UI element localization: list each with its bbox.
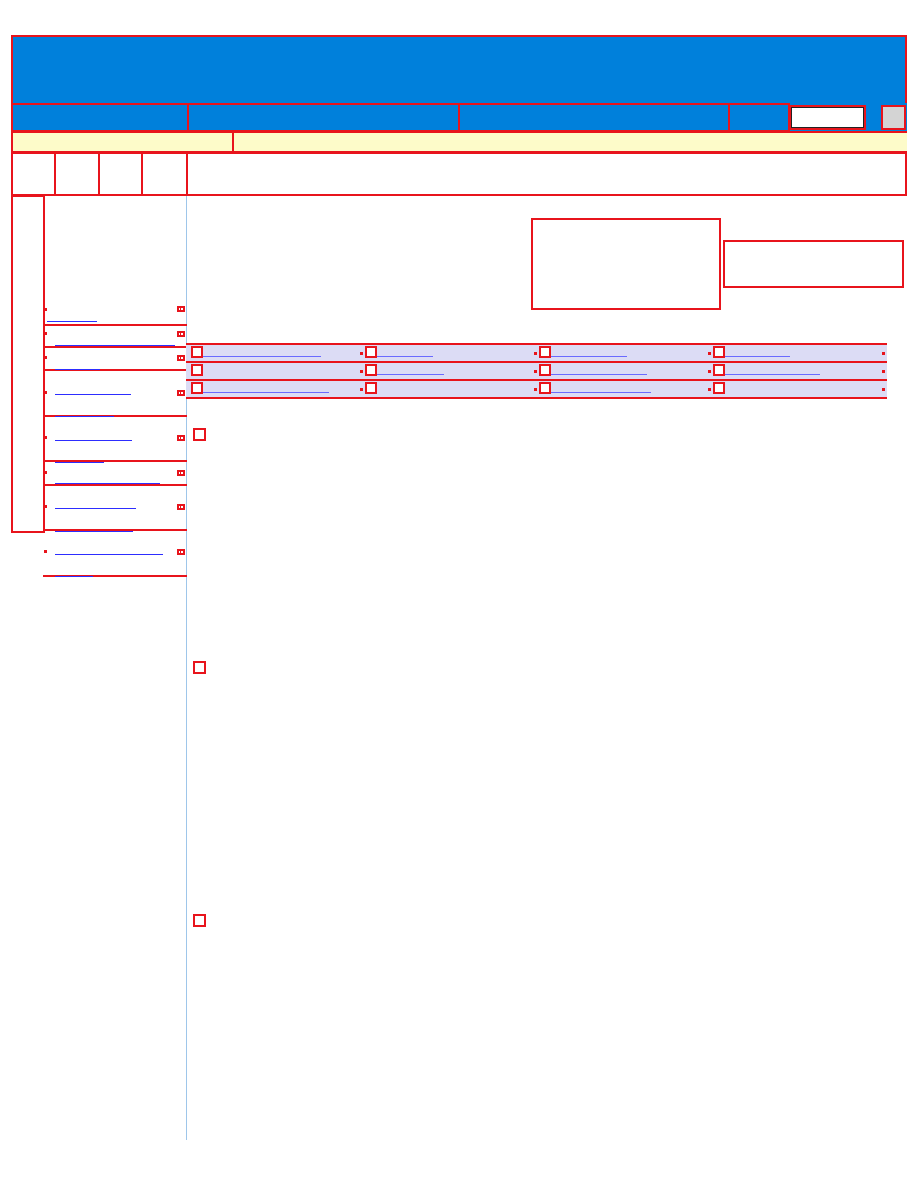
sidebar-rail xyxy=(11,195,45,533)
category-item[interactable] xyxy=(534,345,708,361)
category-item[interactable] xyxy=(708,363,882,379)
expand-icon[interactable] xyxy=(177,306,185,312)
expand-icon[interactable] xyxy=(177,549,185,555)
sidebar-item-8[interactable] xyxy=(43,529,187,577)
checkbox-icon[interactable] xyxy=(191,346,203,358)
checkbox-icon[interactable] xyxy=(365,364,377,376)
section-1-checkbox[interactable] xyxy=(193,428,206,441)
category-row xyxy=(186,361,887,379)
category-item[interactable] xyxy=(534,363,708,379)
category-item[interactable] xyxy=(360,381,534,397)
category-item[interactable] xyxy=(186,345,360,361)
content-divider xyxy=(186,196,187,1140)
sidebar-item-7[interactable] xyxy=(43,484,187,532)
section-2-checkbox[interactable] xyxy=(193,661,206,674)
site-header-banner xyxy=(11,35,907,105)
tab-1[interactable] xyxy=(11,152,56,196)
checkbox-icon[interactable] xyxy=(365,346,377,358)
category-item[interactable] xyxy=(360,363,534,379)
expand-icon[interactable] xyxy=(177,504,185,510)
sidebar-item-1[interactable] xyxy=(43,302,187,326)
tab-content-strip xyxy=(186,152,907,196)
search-button[interactable] xyxy=(881,105,906,130)
promo-box[interactable] xyxy=(531,218,721,310)
category-item[interactable] xyxy=(186,381,360,397)
sidebar-item-3[interactable] xyxy=(43,346,187,371)
sidebar-item-4[interactable] xyxy=(43,369,187,417)
expand-icon[interactable] xyxy=(177,355,185,361)
tab-4[interactable] xyxy=(141,152,188,196)
checkbox-icon[interactable] xyxy=(713,364,725,376)
checkbox-icon[interactable] xyxy=(713,382,725,394)
promo-box-secondary[interactable] xyxy=(723,240,904,288)
nav-item-1[interactable] xyxy=(11,103,189,132)
category-row xyxy=(186,379,887,399)
category-row xyxy=(186,343,887,361)
checkbox-icon[interactable] xyxy=(539,382,551,394)
category-item[interactable] xyxy=(708,381,882,397)
checkbox-icon[interactable] xyxy=(539,364,551,376)
category-item[interactable] xyxy=(534,381,708,397)
checkbox-icon[interactable] xyxy=(539,346,551,358)
nav-item-2[interactable] xyxy=(187,103,460,132)
expand-icon[interactable] xyxy=(177,390,185,396)
nav-item-3[interactable] xyxy=(458,103,730,132)
expand-icon[interactable] xyxy=(177,470,185,476)
category-item[interactable] xyxy=(186,363,360,379)
tab-3[interactable] xyxy=(98,152,143,196)
checkbox-icon[interactable] xyxy=(365,382,377,394)
tab-2[interactable] xyxy=(54,152,100,196)
sidebar-item-6[interactable] xyxy=(43,460,187,486)
checkbox-icon[interactable] xyxy=(713,346,725,358)
section-3-checkbox[interactable] xyxy=(193,914,206,927)
checkbox-icon[interactable] xyxy=(191,364,203,376)
expand-icon[interactable] xyxy=(177,331,185,337)
breadcrumb xyxy=(11,131,234,153)
search-input[interactable] xyxy=(789,105,866,130)
checkbox-icon[interactable] xyxy=(191,382,203,394)
sidebar-item-2[interactable] xyxy=(43,324,187,348)
category-item[interactable] xyxy=(708,345,882,361)
expand-icon[interactable] xyxy=(177,435,185,441)
nav-item-4[interactable] xyxy=(728,103,790,132)
category-item[interactable] xyxy=(360,345,534,361)
sidebar-item-5[interactable] xyxy=(43,415,187,463)
